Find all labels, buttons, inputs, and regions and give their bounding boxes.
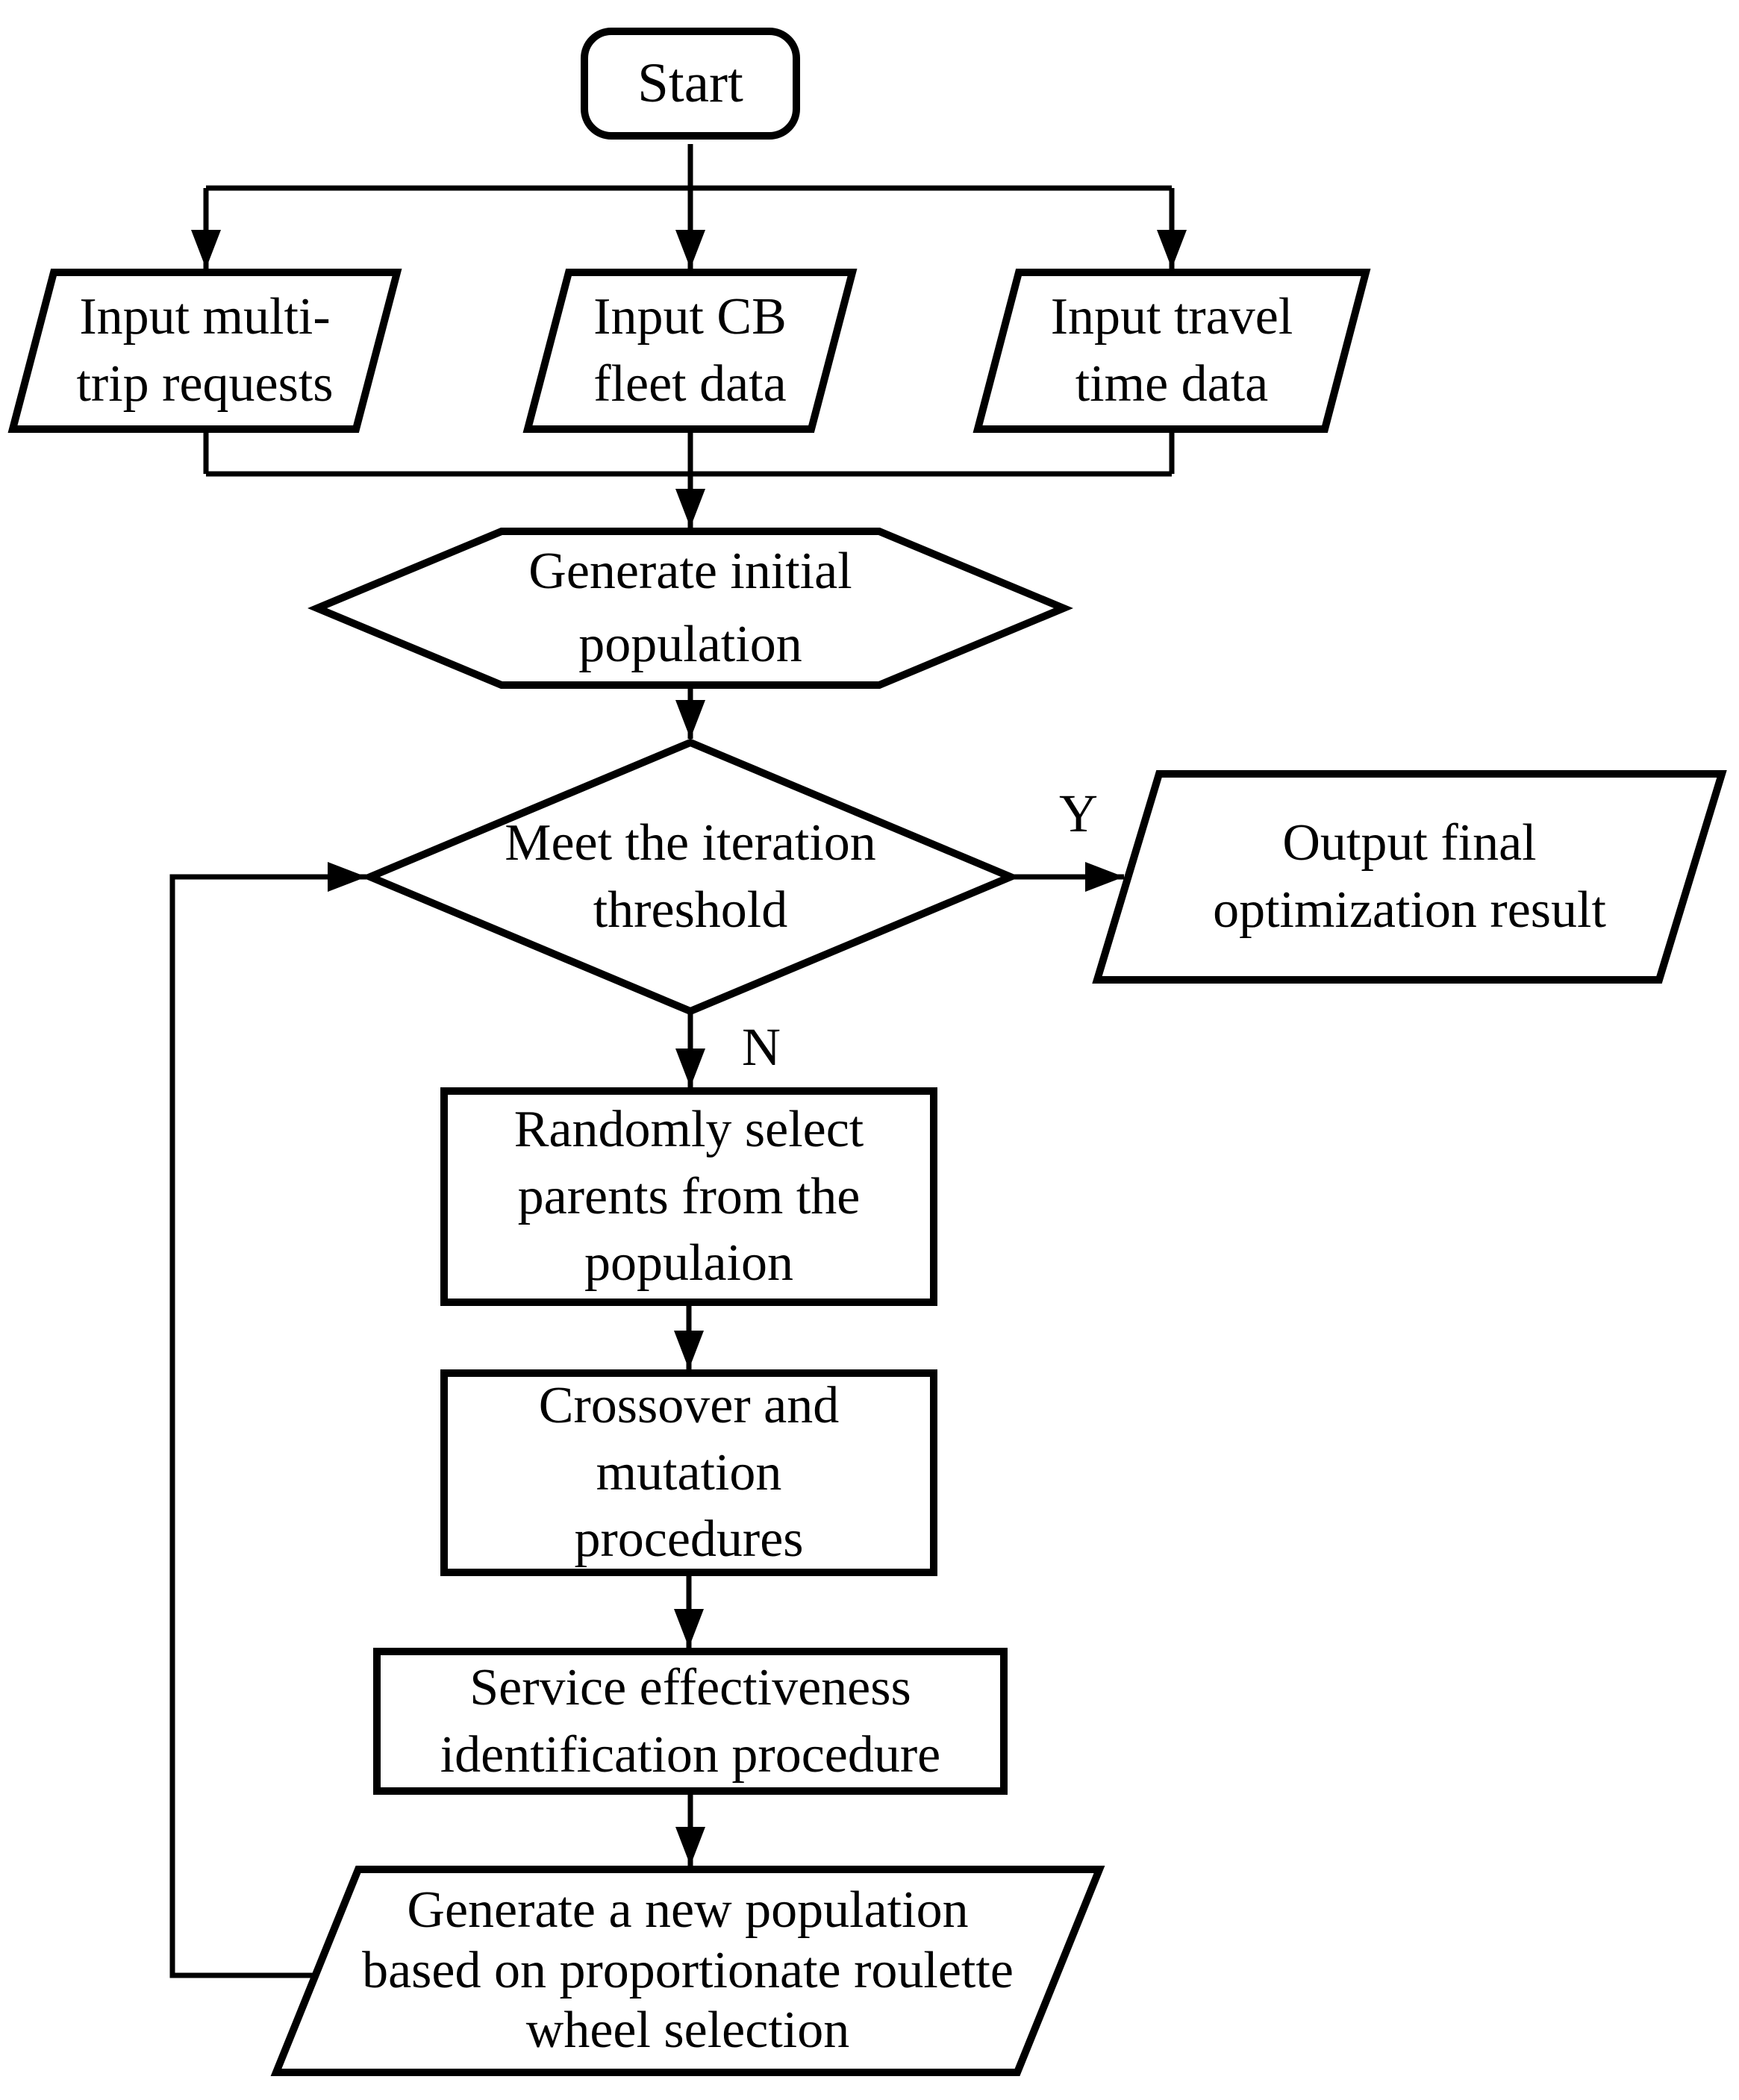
service-effectiveness-process-box xyxy=(373,1648,1008,1795)
iteration-threshold-label: Meet the iteration threshold xyxy=(505,814,876,939)
service-effectiveness-label: Service effectiveness identification pro… xyxy=(440,1658,941,1784)
input-multi-trip-parallelogram xyxy=(7,269,402,433)
generate-initial-population-label: Generate initial population xyxy=(528,543,852,673)
input-cb-fleet-parallelogram xyxy=(522,269,858,433)
generate-initial-population-hexagon xyxy=(307,528,1073,689)
edge-loop-back-to-diamond xyxy=(169,862,366,1978)
crossover-mutation-label: Crossover and mutation procedures xyxy=(538,1377,840,1569)
new-population-label: Generate a new population based on propo… xyxy=(362,1881,1014,2060)
yes-branch-label: Y xyxy=(1059,783,1098,843)
new-population-parallelogram xyxy=(270,1866,1105,2076)
start-label: Start xyxy=(637,52,743,114)
crossover-mutation-process-box xyxy=(440,1369,937,1576)
input-travel-time-parallelogram xyxy=(972,269,1371,433)
no-branch-label: N xyxy=(742,1016,781,1077)
select-parents-label: Randomly select parents from the populai… xyxy=(513,1101,864,1293)
input-cb-fleet-label: Input CB fleet data xyxy=(593,288,787,413)
output-final-result-parallelogram xyxy=(1092,770,1727,984)
input-multi-trip-label: Input multi- trip requests xyxy=(76,288,334,413)
select-parents-process-box xyxy=(440,1087,937,1306)
output-final-result-label: Output final optimization result xyxy=(1213,814,1606,939)
input-travel-time-label: Input travel time data xyxy=(1050,288,1293,413)
start-terminator xyxy=(581,28,800,140)
iteration-threshold-diamond xyxy=(360,738,1020,1016)
